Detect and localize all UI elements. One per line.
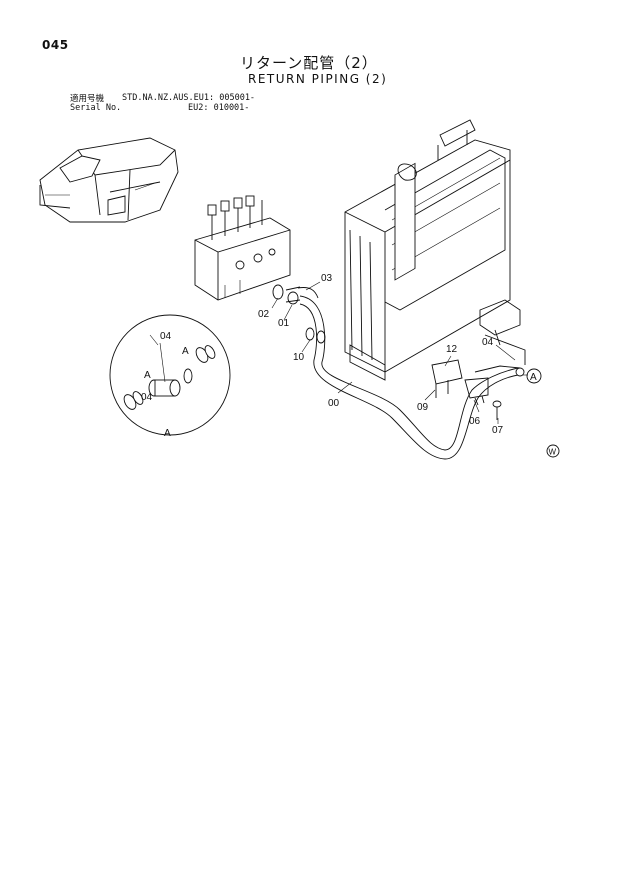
detail-inner-marker-2: A [144, 370, 151, 381]
brackets-bolts [431, 359, 502, 420]
detail-inner-marker-1: A [182, 346, 189, 357]
leader-lines [149, 281, 528, 424]
applicability-line1: STD.NA.NZ.AUS.EU1: 005001- [122, 93, 256, 103]
callout-bolt-07: 07 [492, 425, 504, 436]
callout-detail-04: 04 [160, 331, 172, 342]
callout-fitting-02: 02 [258, 309, 270, 320]
page-number: 045 [42, 38, 69, 52]
callout-fitting-01: 01 [278, 318, 290, 329]
detail-a-marker [526, 368, 542, 384]
detail-a-view [109, 314, 231, 436]
callout-detail-04b: 04 [141, 392, 153, 403]
page-title-en: RETURN PIPING (2) [248, 72, 388, 86]
applicability-label-jp: 適用号機 [70, 94, 105, 104]
detail-circle-label: A [164, 428, 171, 439]
applicability-line2: EU2: 010001- [188, 103, 250, 113]
callout-hose: 00 [328, 398, 340, 409]
page-title-jp: リターン配管（2） [240, 54, 378, 72]
corner-mark-label: W [549, 448, 557, 457]
detail-a-marker-label: A [530, 372, 537, 383]
callout-fitting-03: 03 [321, 273, 333, 284]
applicability-label-en: Serial No. [70, 103, 122, 113]
callout-bracket-12: 12 [446, 344, 458, 355]
callout-hose-04-right: 04 [482, 337, 494, 348]
corner-mark [546, 444, 560, 458]
callout-plug-10: 10 [293, 352, 305, 363]
callout-bracket-06: 06 [469, 416, 481, 427]
valve-fittings [272, 284, 326, 344]
radiator-assembly [344, 119, 526, 381]
excavator-thumbnail [39, 137, 179, 223]
callout-bolt-09: 09 [417, 402, 429, 413]
return-hose [299, 295, 519, 460]
control-valve [194, 195, 291, 301]
